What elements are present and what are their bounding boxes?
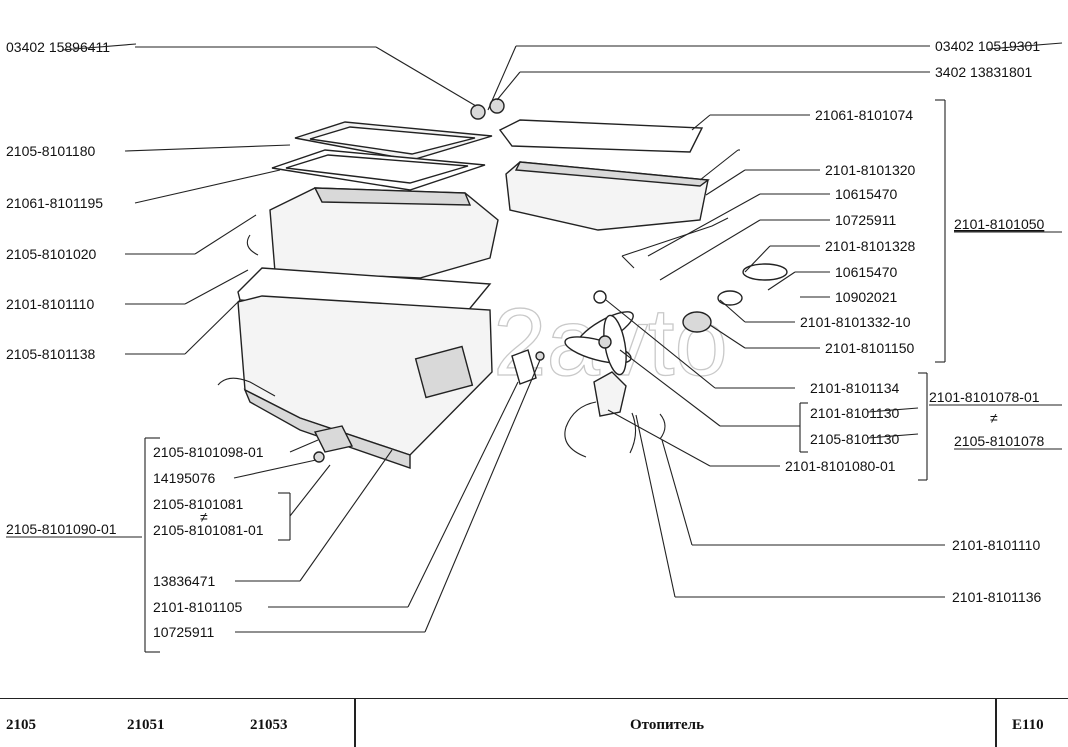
parts-diagram: drive2avto: [6, 38, 1063, 653]
footer-title: Отопитель: [630, 717, 704, 733]
neq-sign-bottom: ≠: [200, 509, 208, 525]
label-b5: 13836471: [153, 573, 216, 589]
label-r16: 2101-8101110: [952, 537, 1040, 553]
label-r17: 2101-8101136: [952, 589, 1041, 605]
label-r12: 2101-8101134: [810, 380, 899, 396]
footer-divider: [354, 699, 356, 747]
fan-part: [564, 311, 634, 376]
group-label-motor-a: 2101-8101078-01: [929, 389, 1040, 405]
footer-model-1: 2105: [6, 717, 36, 733]
label-b7: 10725911: [153, 624, 214, 640]
group-label-bottom: 2105-8101090-01: [6, 521, 117, 537]
label-b2: 14195076: [153, 470, 216, 486]
label-r14: 2105-8101130: [810, 431, 899, 447]
label-r11: 2101-8101150: [825, 340, 914, 356]
group-label-radiator: 2101-8101050: [954, 216, 1045, 232]
label-l5: 2101-8101110: [6, 296, 94, 312]
label-r8: 10615470: [835, 264, 898, 280]
label-l6: 2105-8101138: [6, 346, 95, 362]
label-r4: 2101-8101320: [825, 162, 916, 178]
resistor-part: [313, 425, 354, 453]
footer-model-2: 21051: [127, 717, 165, 733]
label-r2: 3402 13831801: [935, 64, 1033, 80]
footer-divider: [995, 699, 997, 747]
label-r7: 2101-8101328: [825, 238, 916, 254]
neq-sign-right: ≠: [990, 410, 998, 426]
label-b3: 2105-8101081: [153, 496, 244, 512]
lid-inner-part: [309, 126, 476, 155]
gasket-inner-part: [285, 154, 469, 184]
heater-drawing: [217, 98, 788, 469]
label-l1: 03402 15896411: [6, 39, 110, 55]
label-r9: 10902021: [835, 289, 898, 305]
footer-model-3: 21053: [250, 717, 288, 733]
footer-bar: 2105 21051 21053 Отопитель E110: [0, 698, 1068, 747]
motor-part: [593, 371, 627, 417]
label-r3: 21061-8101074: [815, 107, 913, 123]
label-r13: 2101-8101130: [810, 405, 899, 421]
label-r1: 03402 10519301: [935, 38, 1040, 54]
footer-code: E110: [1012, 717, 1044, 733]
label-l2: 2105-8101180: [6, 143, 95, 159]
group-label-motor-b: 2105-8101078: [954, 433, 1045, 449]
label-r6: 10725911: [835, 212, 896, 228]
label-l4: 2105-8101020: [6, 246, 97, 262]
label-b4: 2105-8101081-01: [153, 522, 264, 538]
label-b1: 2105-8101098-01: [153, 444, 264, 460]
radiator-frame-part: [498, 119, 704, 153]
label-r5: 10615470: [835, 186, 898, 202]
label-r15: 2101-8101080-01: [785, 458, 896, 474]
label-r10: 2101-8101332-10: [800, 314, 911, 330]
leader-lines: [124, 45, 946, 653]
label-b6: 2101-8101105: [153, 599, 242, 615]
label-l3: 21061-8101195: [6, 195, 103, 211]
